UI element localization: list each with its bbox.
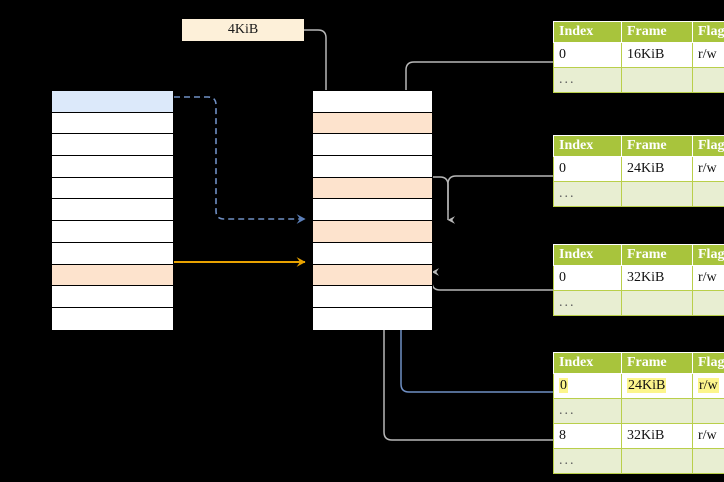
- table-cell-index: ...: [553, 398, 622, 424]
- page-table-level-1: IndexFrameFlags016KiBr/w...: [553, 21, 724, 93]
- table-cell-flags: r/w: [692, 373, 724, 399]
- table-row: ...: [553, 290, 724, 316]
- column-header-frame: Frame: [621, 244, 693, 266]
- table-cell-index: ...: [553, 67, 622, 93]
- column-header-frame: Frame: [621, 135, 693, 157]
- memory-cell: [52, 156, 173, 178]
- table-cell-flags: [692, 448, 724, 474]
- virtual-address-space-column: [51, 90, 174, 330]
- table-cell-frame: 24KiB: [621, 373, 693, 399]
- table-cell-frame: 32KiB: [621, 423, 693, 449]
- table-cell-index: 0: [553, 373, 622, 399]
- table-cell-flags: [692, 398, 724, 424]
- table-cell-index: ...: [553, 290, 622, 316]
- table-cell-frame: [621, 181, 693, 207]
- memory-cell: [52, 307, 173, 330]
- memory-cell: [313, 221, 432, 243]
- page-size-text: 4KiB: [227, 22, 259, 37]
- memory-cell: [313, 199, 432, 222]
- memory-cell: [313, 134, 432, 157]
- column-header-flags: Flags: [692, 21, 724, 43]
- table-cell-frame: [621, 290, 693, 316]
- highlighted-value: 0: [559, 378, 568, 393]
- memory-cell: [313, 264, 432, 287]
- memory-cell: [313, 307, 432, 330]
- table-cell-index: 8: [553, 423, 622, 449]
- physical-memory-column: [312, 90, 433, 330]
- memory-cell: [52, 91, 173, 113]
- table-cell-frame: [621, 398, 693, 424]
- memory-cell: [313, 177, 432, 200]
- table-cell-frame: [621, 448, 693, 474]
- column-header-frame: Frame: [621, 352, 693, 374]
- table-cell-index: 0: [553, 265, 622, 291]
- table-header-row: IndexFrameFlags: [553, 244, 724, 266]
- memory-cell: [313, 156, 432, 178]
- table-cell-index: 0: [553, 42, 622, 68]
- table-cell-frame: 32KiB: [621, 265, 693, 291]
- table-cell-frame: 16KiB: [621, 42, 693, 68]
- table-row: ...: [553, 67, 724, 93]
- table-cell-flags: [692, 181, 724, 207]
- table-row: ...: [553, 181, 724, 207]
- highlighted-value: r/w: [698, 378, 719, 393]
- table-cell-flags: r/w: [692, 42, 724, 68]
- table-cell-flags: r/w: [692, 265, 724, 291]
- table-cell-flags: [692, 290, 724, 316]
- memory-cell: [52, 134, 173, 157]
- table-header-row: IndexFrameFlags: [553, 352, 724, 374]
- column-header-flags: Flags: [692, 352, 724, 374]
- table-header-row: IndexFrameFlags: [553, 135, 724, 157]
- table-cell-index: 0: [553, 156, 622, 182]
- memory-cell: [313, 112, 432, 135]
- table-cell-frame: 24KiB: [621, 156, 693, 182]
- table-cell-flags: r/w: [692, 156, 724, 182]
- table-cell-index: ...: [553, 181, 622, 207]
- table-row: ...: [553, 448, 724, 474]
- column-header-flags: Flags: [692, 135, 724, 157]
- column-header-flags: Flags: [692, 244, 724, 266]
- memory-cell: [52, 177, 173, 200]
- table-cell-flags: r/w: [692, 423, 724, 449]
- memory-cell: [52, 242, 173, 265]
- column-header-index: Index: [553, 135, 622, 157]
- memory-cell: [52, 286, 173, 308]
- memory-cell: [52, 199, 173, 222]
- memory-cell: [52, 112, 173, 135]
- table-row: 0 24KiB r/w: [553, 373, 724, 399]
- page-table-level-4: IndexFrameFlags024KiBr/w...832KiBr/w...: [553, 352, 724, 474]
- table-cell-flags: [692, 67, 724, 93]
- highlighted-value: 24KiB: [627, 378, 667, 393]
- page-table-level-2: IndexFrameFlags024KiBr/w...: [553, 135, 724, 207]
- memory-cell: [313, 242, 432, 265]
- page-size-label: 4KiB: [182, 19, 304, 41]
- table-header-row: IndexFrameFlags: [553, 21, 724, 43]
- column-header-index: Index: [553, 352, 622, 374]
- memory-cell: [313, 91, 432, 113]
- table-cell-index: ...: [553, 448, 622, 474]
- table-cell-frame: [621, 67, 693, 93]
- table-row: ...: [553, 398, 724, 424]
- page-table-level-3: IndexFrameFlags032KiBr/w...: [553, 244, 724, 316]
- memory-cell: [52, 264, 173, 287]
- memory-cell: [313, 286, 432, 308]
- memory-cell: [52, 221, 173, 243]
- column-header-index: Index: [553, 244, 622, 266]
- column-header-index: Index: [553, 21, 622, 43]
- column-header-frame: Frame: [621, 21, 693, 43]
